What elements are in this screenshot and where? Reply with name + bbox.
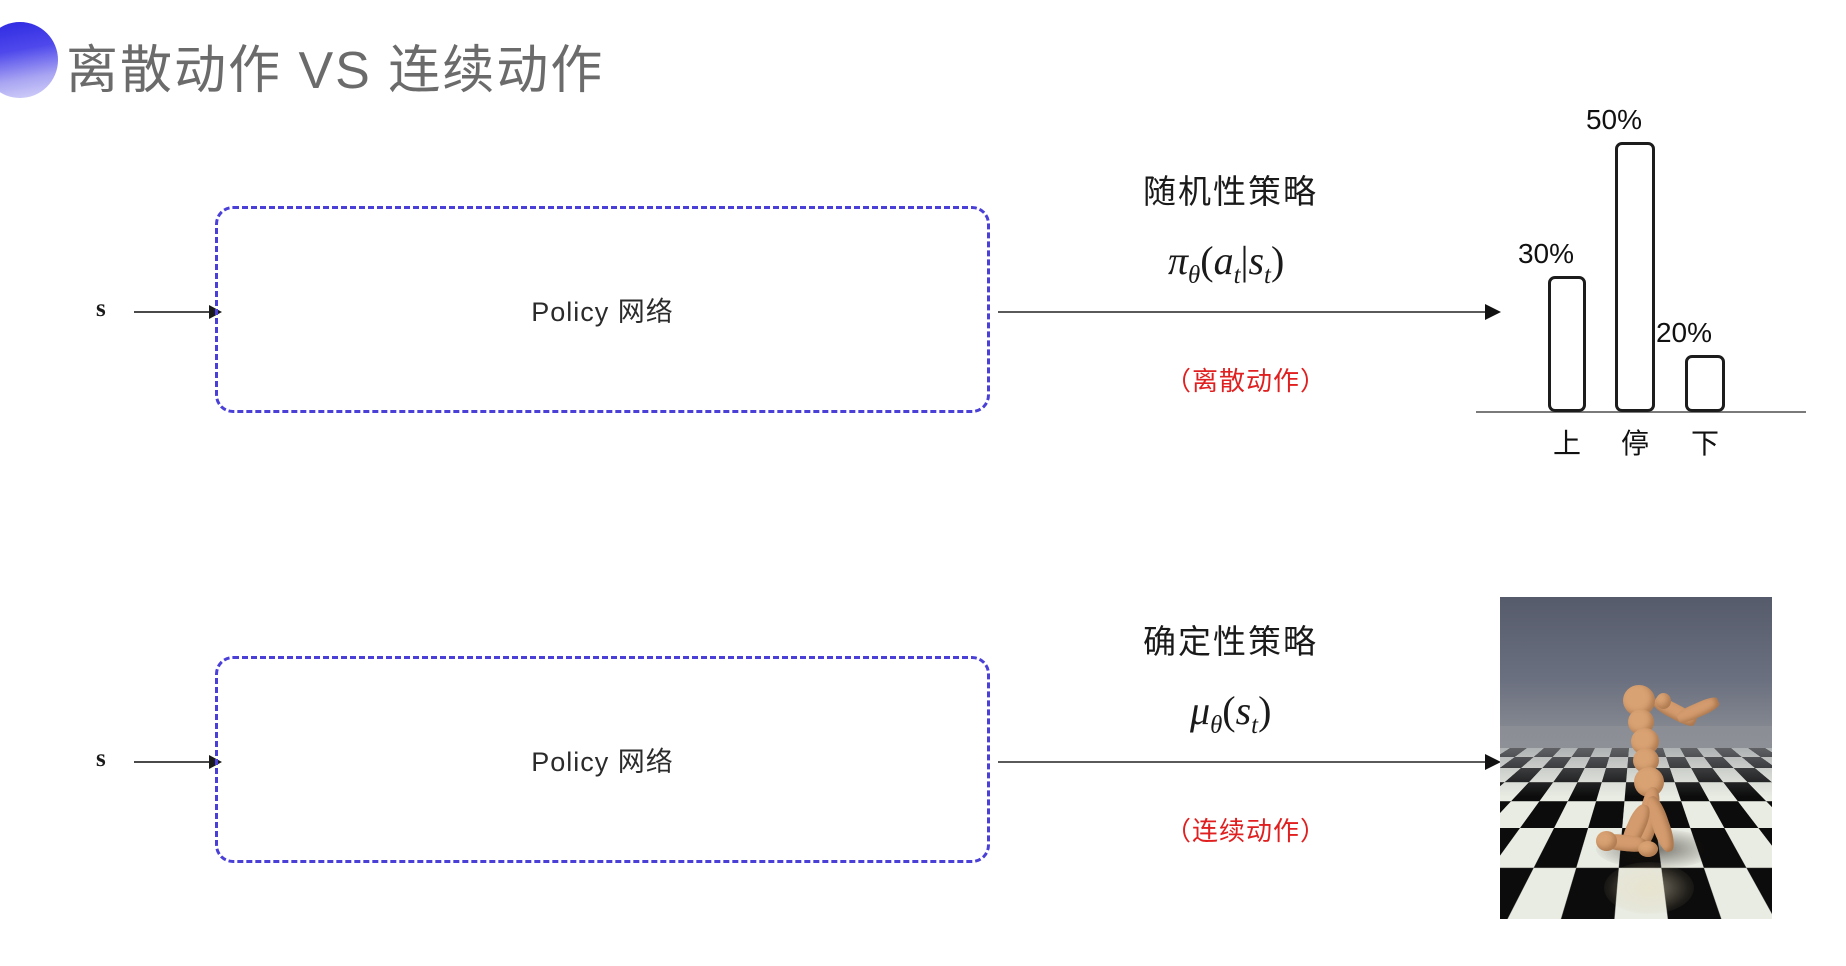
row2-formula-open-paren: ( xyxy=(1222,688,1236,733)
bar-category-label-0: 上 xyxy=(1552,428,1581,459)
row1-formula-arg2: s xyxy=(1248,238,1265,283)
bar-category-label-2: 下 xyxy=(1690,428,1719,459)
row2-formula-arg1: s xyxy=(1235,688,1252,733)
row2-policy-network-box[interactable]: Policy 网络 xyxy=(215,656,990,863)
row2-formula-fn-sub: θ xyxy=(1210,712,1223,739)
row2-input-arrow-icon xyxy=(134,755,222,769)
row1-output-arrow-icon xyxy=(998,303,1501,320)
bar-category-label-1: 停 xyxy=(1620,428,1649,459)
row1-formula-arg1-sub: t xyxy=(1233,262,1241,289)
bar-2 xyxy=(1685,355,1725,412)
row1-input-arrow-icon xyxy=(134,305,222,319)
row1-policy-type-label: 随机性策略 xyxy=(1143,173,1318,210)
row2-formula-close-paren: ) xyxy=(1258,688,1272,733)
row1-policy-box-label: Policy 网络 xyxy=(531,297,674,327)
bar-value-label-0: 30% xyxy=(1517,238,1575,269)
row1-formula-arg2-sub: t xyxy=(1264,262,1271,289)
row2-formula-fn: μ xyxy=(1190,688,1211,733)
row1-formula-bar: | xyxy=(1240,238,1249,283)
row1-formula-arg1: a xyxy=(1213,238,1234,283)
action-probability-bar-chart: 30% 上 50% 停 20% 下 xyxy=(1470,104,1810,460)
row1-formula-fn-sub: θ xyxy=(1188,262,1201,289)
chart-baseline-axis xyxy=(1476,411,1806,413)
humanoid-hand xyxy=(1656,693,1671,709)
row1-formula-close-paren: ) xyxy=(1270,238,1285,283)
bar-0 xyxy=(1548,276,1586,412)
bar-value-label-1: 50% xyxy=(1585,104,1643,135)
row2-input-state-label: s xyxy=(96,745,106,772)
row2-action-type-tag: （连续动作） xyxy=(1165,816,1328,846)
title-decoration-circle-icon xyxy=(0,22,58,98)
row2-policy-formula: μθ(st) xyxy=(1190,687,1271,740)
bar-value-label-2: 20% xyxy=(1655,317,1713,348)
row2-formula-arg1-sub: t xyxy=(1251,712,1259,739)
row1-policy-network-box[interactable]: Policy 网络 xyxy=(215,206,990,413)
humanoid-left-foot xyxy=(1596,831,1617,851)
row2-policy-type-label: 确定性策略 xyxy=(1143,623,1318,660)
page-title: 离散动作 VS 连续动作 xyxy=(66,42,605,100)
row2-policy-box-label: Policy 网络 xyxy=(531,747,674,777)
row2-output-arrow-icon xyxy=(998,753,1501,770)
humanoid-simulation-image xyxy=(1500,597,1772,919)
humanoid-right-foot xyxy=(1638,841,1658,857)
row1-action-type-tag: （离散动作） xyxy=(1165,366,1328,396)
row1-formula-open-paren: ( xyxy=(1200,238,1214,283)
sim-ground-reflection xyxy=(1604,862,1694,914)
bar-1 xyxy=(1615,142,1655,412)
row1-input-state-label: s xyxy=(96,295,106,322)
row1-formula-fn: π xyxy=(1168,238,1189,283)
row1-policy-formula: πθ(at|st) xyxy=(1168,237,1284,290)
